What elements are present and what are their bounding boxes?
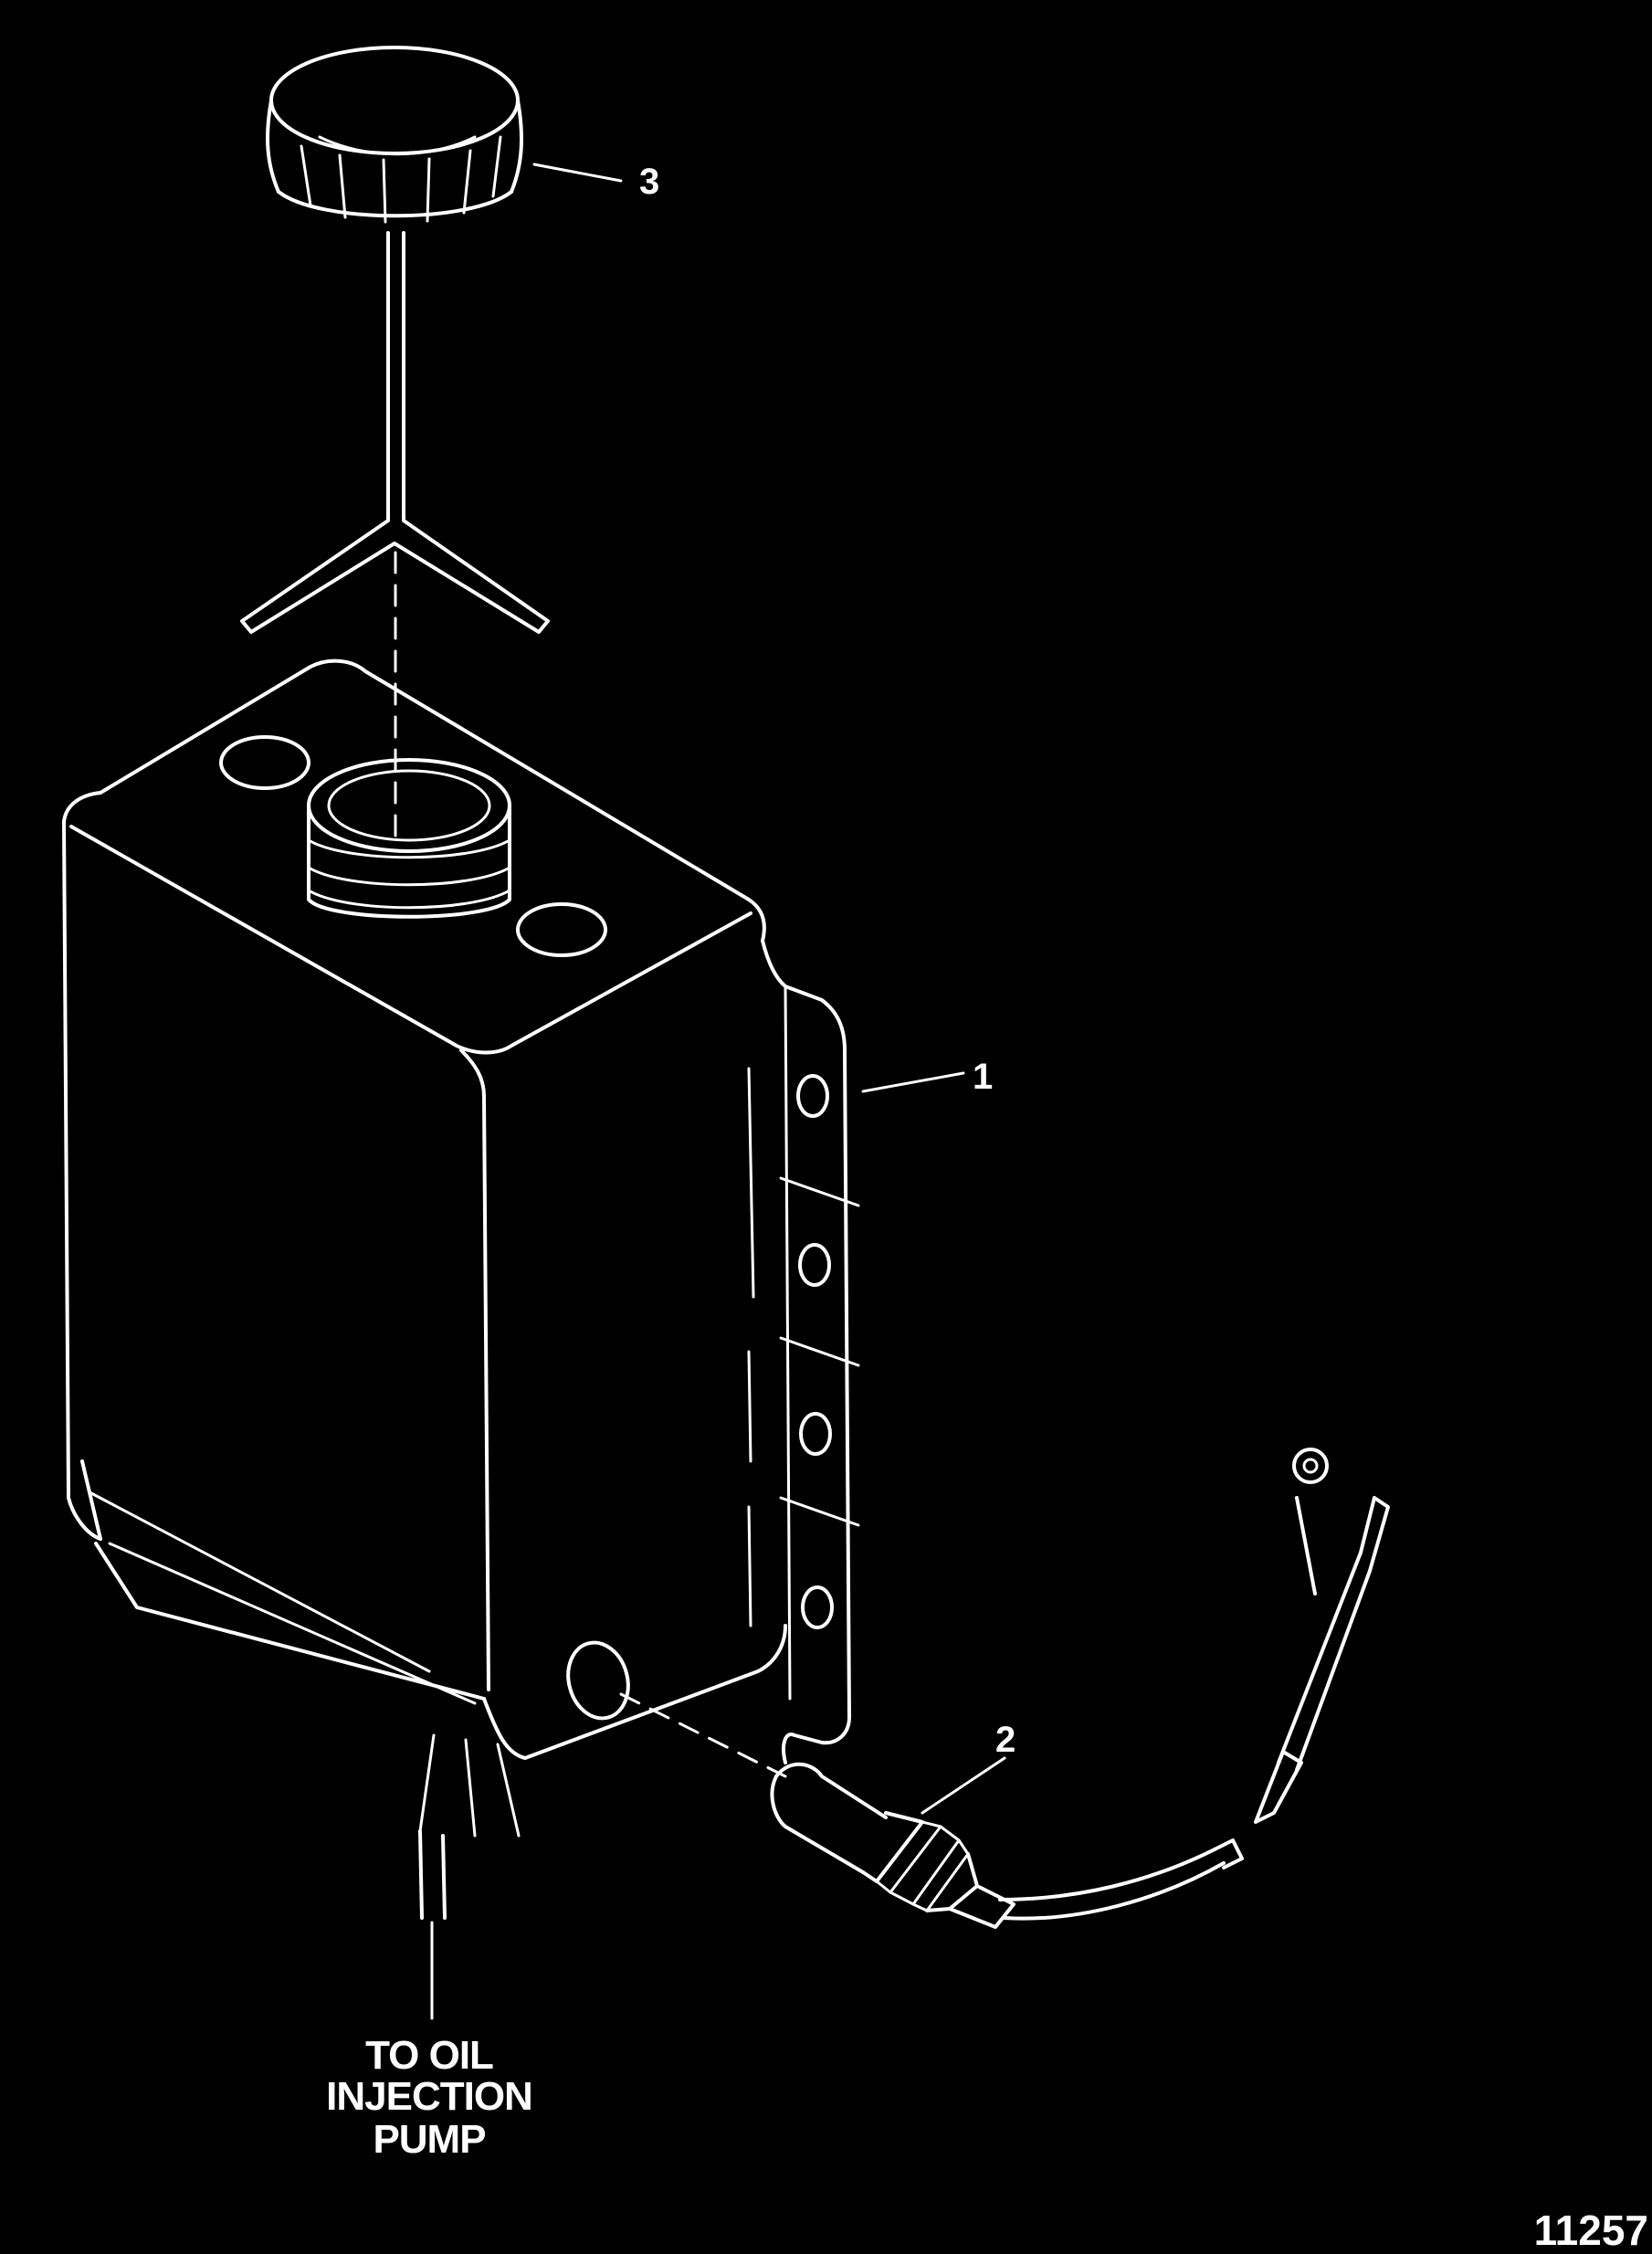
oil-tank <box>62 658 860 1920</box>
callout-3: 3 <box>639 162 659 202</box>
filler-neck <box>307 758 511 919</box>
leader-line-2 <box>921 1756 1006 1815</box>
leader-line-3 <box>532 163 623 183</box>
leader-line-1 <box>861 1071 965 1093</box>
callout-2: 2 <box>995 1720 1015 1760</box>
assembly-line-sensor <box>619 1692 787 1778</box>
callout-1: 1 <box>973 1057 993 1097</box>
filler-cap <box>266 46 524 224</box>
outlet-label-line2: INJECTION <box>326 2074 532 2119</box>
dipstick <box>240 231 550 634</box>
vent-boss-right <box>516 902 607 957</box>
outlet-label-line1: TO OIL <box>365 2033 493 2078</box>
oil-level-sensor <box>770 1448 1390 1929</box>
vent-boss-left <box>219 735 310 790</box>
figure-number: 11257 <box>1534 2207 1648 2254</box>
outlet-label-line3: PUMP <box>373 2117 485 2162</box>
